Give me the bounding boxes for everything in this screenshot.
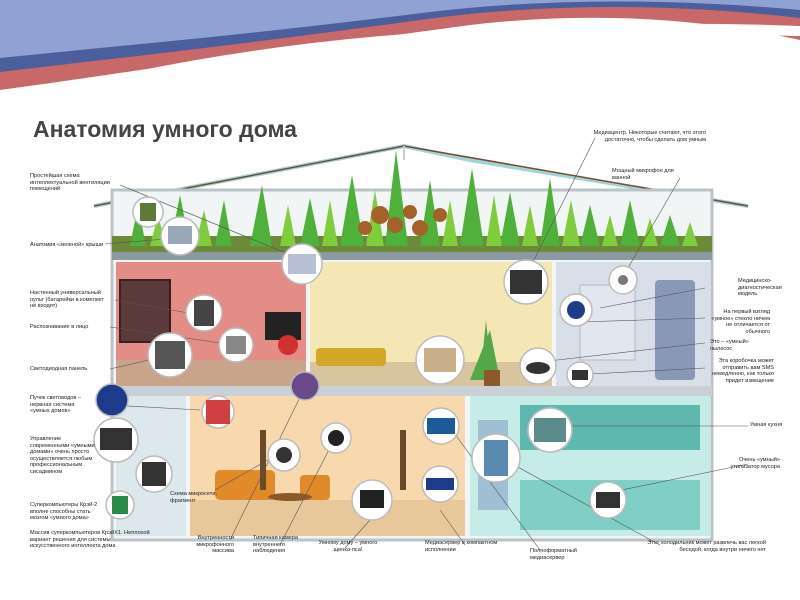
label-mediaserver-full: Полноформатный медиасервер — [530, 548, 577, 561]
pot — [484, 370, 500, 386]
bathroom-tiles — [579, 284, 636, 361]
green-roof — [112, 150, 712, 260]
page-title: Анатомия умного дома — [33, 116, 297, 142]
media-center-circle — [503, 259, 549, 305]
bath-mic-circle — [608, 265, 638, 295]
device-circles — [93, 196, 638, 521]
mediaserver-compact-circle — [421, 465, 459, 503]
face-recognition-circle — [218, 327, 254, 363]
fridge-circle — [471, 433, 521, 483]
label-garbage: Очень «умный» утилизатор мусора — [730, 457, 780, 470]
led-grid-circle — [201, 395, 235, 429]
label-face-recognition: Распознавание в лицо — [30, 324, 89, 330]
smart-glass-circle — [415, 335, 465, 385]
lower-living-floor — [190, 500, 465, 536]
shower-cabin — [655, 280, 695, 380]
crayx1-circle — [105, 490, 135, 520]
label-ventilation: Простейшая схема интеллектуальной вентил… — [30, 173, 110, 193]
garbage-circle — [589, 481, 627, 519]
smart-kitchen-circle — [527, 407, 573, 453]
label-robot-dog: Умному дому – умного щенка-пса! — [318, 540, 378, 553]
wall-remote-circle — [185, 294, 223, 332]
camera2-circle — [320, 422, 352, 454]
microgrid-circle — [281, 243, 323, 285]
label-green-roof: Анатомия «зеленой» крыши — [30, 242, 104, 248]
sofa — [316, 348, 386, 366]
floor-slab — [112, 386, 712, 396]
label-bath-mic: Мощный микрофон для ванной — [612, 168, 674, 181]
fiber-circle — [95, 383, 129, 417]
vacuum-circle — [519, 347, 557, 385]
label-sysadmin: Управление современными «умными домами» … — [30, 436, 95, 475]
label-mediaserver-compact: Медиасервер в компактном исполнении — [425, 540, 498, 553]
label-fiber: Пучок световодов – нервная система «умны… — [30, 395, 81, 415]
label-medical: Медицинско-диагностическая модель — [738, 278, 782, 298]
label-smart-glass: На первый взгляд «умное» стекло ничем не… — [711, 309, 770, 335]
label-led-panel: Светодиодная панель — [30, 366, 88, 372]
label-cray2: Суперкомпьютеры Крэй-2 вполне способны с… — [30, 502, 98, 522]
orange-chair — [300, 475, 330, 500]
label-camera: Типичная камера внутреннего наблюдения — [253, 535, 299, 555]
tv-screen — [265, 312, 301, 340]
label-crayx1: Массив суперкомпьютеров КрэйХ1. Неплохой… — [30, 530, 150, 550]
sysadmin-circle — [93, 417, 139, 463]
label-microgrid: Схема микросети, фрагмент — [170, 491, 217, 504]
label-mic-array: Внутренности микрофонного массива — [196, 535, 234, 555]
bedroom-floor — [116, 360, 306, 388]
plant — [470, 320, 500, 380]
coffee-table — [268, 493, 312, 501]
ventilation-circle — [160, 216, 200, 256]
mediaserver-full-circle — [422, 407, 460, 445]
label-smart-kitchen: Умная кухня — [750, 422, 783, 428]
header-waves — [0, 0, 800, 92]
sms-box-circle — [566, 361, 594, 389]
medical-circle — [559, 293, 593, 327]
label-sms-box: Эта коробочка может отправить вам SMS не… — [711, 358, 774, 384]
label-vacuum: Это – «умный» пылесос — [710, 339, 749, 352]
window-grid — [119, 279, 171, 343]
red-chair — [278, 335, 298, 355]
roof-layers-circle — [132, 196, 164, 228]
mic-array-circle — [290, 371, 320, 401]
label-fridge: Этот холодильник может развлечь вас легк… — [647, 540, 766, 553]
camera-circle — [267, 438, 301, 472]
label-media-center: Медиацентр. Некоторые считают, что этого… — [593, 130, 706, 143]
cray2-circle — [135, 455, 173, 493]
speaker-right — [400, 430, 406, 490]
label-wall-remote: Настенный универсальный пульт (батарейки… — [30, 290, 105, 310]
robot-dog-circle — [351, 479, 393, 521]
led-panel-circle — [147, 332, 193, 378]
speaker-left — [260, 430, 266, 490]
